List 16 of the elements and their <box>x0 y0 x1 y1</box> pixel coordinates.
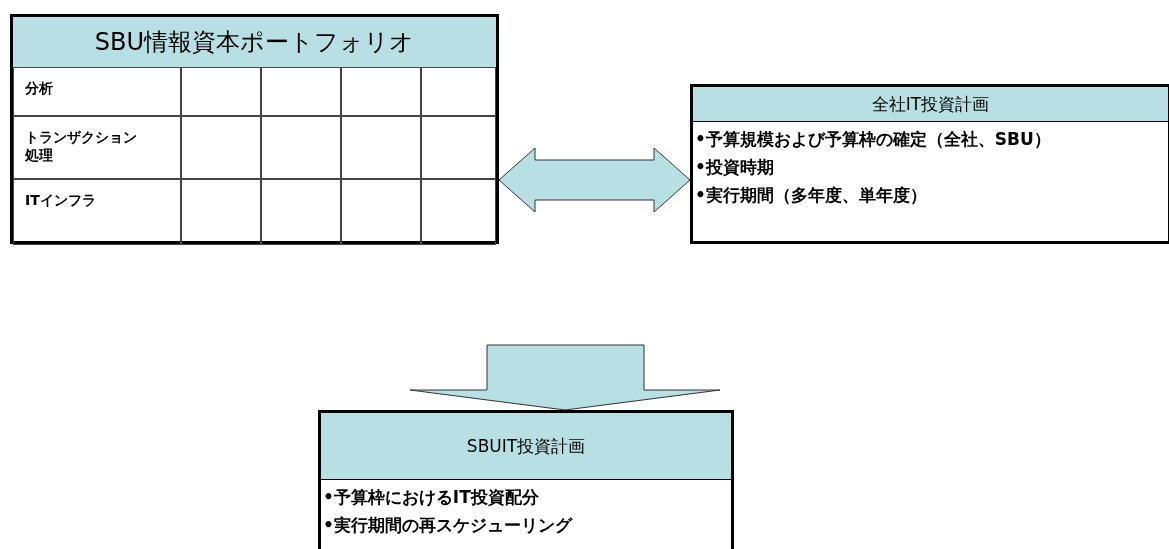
bullet-item: •実行期間（多年度、単年度） <box>695 184 928 207</box>
double-arrow <box>498 147 691 213</box>
row-header: 分析 <box>25 79 54 97</box>
box-title: 全社IT投資計画 <box>871 92 990 116</box>
plan-box <box>318 410 734 549</box>
bullet-item: •実行期間の再スケジューリング <box>323 514 572 537</box>
portfolio-table <box>10 14 499 244</box>
down-arrow <box>409 344 721 411</box>
plan-box <box>690 84 1169 244</box>
bullet-item: •投資時期 <box>695 156 775 179</box>
row-header: トランザクション処理 <box>25 128 138 164</box>
box-title: SBUIT投資計画 <box>466 434 586 458</box>
box-title: SBU情報資本ポートフォリオ <box>94 27 415 58</box>
row-header: ITインフラ <box>25 191 97 209</box>
bullet-item: •予算規模および予算枠の確定（全社、SBU） <box>695 128 1051 151</box>
bullet-item: •予算枠におけるIT投資配分 <box>323 486 540 509</box>
